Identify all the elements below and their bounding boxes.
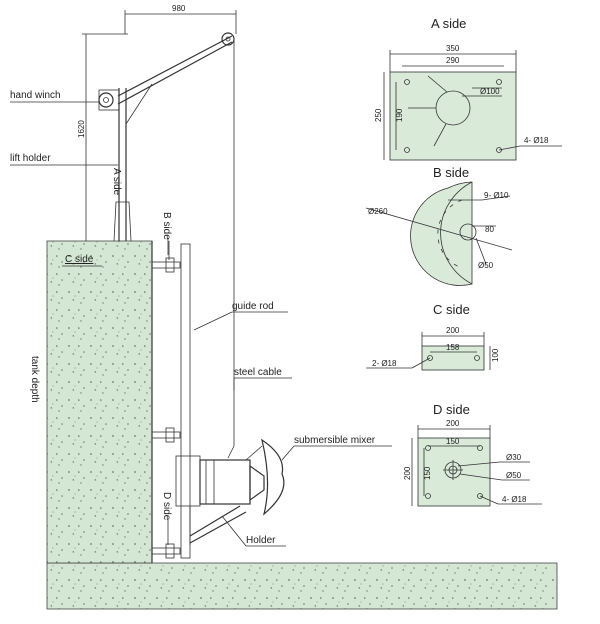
a-side-dim-width: 350 [446,44,460,53]
hand-winch-drum [98,92,114,108]
c-side-dim-holes: 2- Ø18 [372,359,397,368]
label-a-side: A side [111,168,122,196]
b-side-title: B side [433,165,469,180]
a-side-plate [389,71,517,161]
d-side-dim-height: 200 [403,466,412,480]
b-side-plate [410,181,473,286]
b-side-dim-offset: 80 [485,225,494,234]
guide-rod [180,243,191,559]
label-d-side: D side [161,492,172,521]
d-side-dim-inner-height: 150 [423,466,432,480]
a-side-dim-inner-width: 290 [446,56,460,65]
main-view: 980 1620 [10,4,558,610]
b-side-dim-radius: Ø260 [368,207,388,216]
dim-980: 980 [172,4,186,13]
label-holder: Holder [246,535,276,546]
label-lift-holder: lift holder [10,153,51,164]
a-side-dim-inner-height: 190 [395,108,404,122]
c-side-dim-width: 200 [446,326,460,335]
a-side-title: A side [431,16,466,31]
a-side-dim-height: 250 [374,108,383,122]
d-side-dim-width: 200 [446,419,460,428]
label-b-side: B side [161,212,172,240]
label-submersible-mixer: submersible mixer [294,435,376,446]
d-side-dim-d50: Ø50 [506,471,522,480]
tank-wall [46,240,153,564]
b-side-view: B side Ø260 9- Ø10 80 Ø50 [365,165,513,286]
d-side-title: D side [433,402,470,417]
c-side-title: C side [433,302,470,317]
label-tank-depth: tank depth [29,356,40,403]
a-side-view: A side 350 290 250 190 Ø100 4- Ø18 [374,16,562,161]
label-c-side: C side [65,254,94,265]
b-side-dim-center-hole: Ø50 [478,261,494,270]
label-guide-rod: guide rod [232,301,274,312]
a-side-dim-holes: 4- Ø18 [524,136,549,145]
d-side-dim-inner-width: 150 [446,437,460,446]
ground-slab [46,562,558,610]
a-side-dim-center-hole: Ø100 [480,87,500,96]
dim-1620: 1620 [77,120,86,138]
label-hand-winch: hand winch [10,90,61,101]
d-side-dim-d30: Ø30 [506,453,522,462]
c-side-dim-height: 100 [491,348,500,362]
label-steel-cable: steel cable [234,367,282,378]
d-side-dim-holes: 4- Ø18 [502,495,527,504]
c-side-dim-inner-width: 158 [446,343,460,352]
submersible-mixer [175,438,285,516]
c-side-view: C side 200 158 100 2- Ø18 [366,302,500,371]
b-side-dim-holes: 9- Ø10 [484,191,509,200]
d-side-view: D side 200 150 200 150 Ø30 Ø50 4- Ø18 [403,402,542,507]
